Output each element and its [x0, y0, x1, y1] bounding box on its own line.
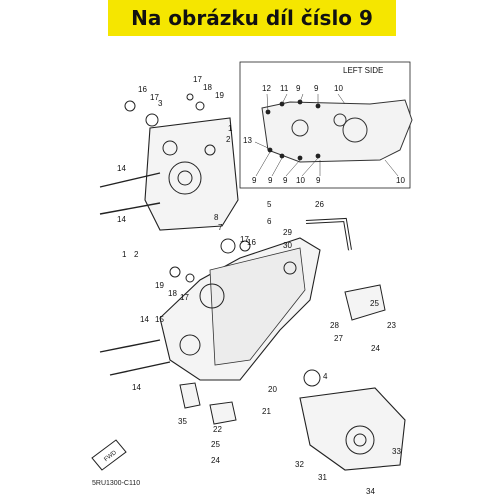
callout-19: 19	[215, 91, 224, 100]
callout-22: 22	[213, 425, 222, 434]
right-crankcase	[144, 117, 239, 231]
callout-20: 20	[268, 385, 277, 394]
callout-2: 2	[134, 250, 139, 259]
callout-33: 33	[392, 447, 401, 456]
callout-9: 9	[296, 84, 301, 93]
callout-7: 7	[218, 223, 223, 232]
callout-17: 17	[150, 93, 159, 102]
callout-17: 17	[180, 293, 189, 302]
crankcase-cover	[299, 387, 406, 471]
callout-14: 14	[140, 315, 149, 324]
callout-21: 21	[262, 407, 271, 416]
callout-23: 23	[387, 321, 396, 330]
title-text: Na obrázku díl číslo 9	[131, 6, 373, 30]
inset-label: LEFT SIDE	[343, 66, 383, 75]
callout-9: 9	[252, 176, 257, 185]
callout-14: 14	[117, 164, 126, 173]
callout-26: 26	[315, 200, 324, 209]
callout-2: 2	[226, 135, 231, 144]
callout-14: 14	[132, 383, 141, 392]
callout-9: 9	[314, 84, 319, 93]
callout-labels: 1 1 2 2 3 4 5 6 7 8 12 11 9 9 10 13 9 9 …	[117, 75, 405, 496]
callout-25: 25	[370, 299, 379, 308]
callout-9: 9	[283, 176, 288, 185]
fwd-arrow-icon: FWD	[91, 439, 127, 471]
callout-9: 9	[316, 176, 321, 185]
studs	[99, 172, 171, 376]
callout-16: 16	[247, 238, 256, 247]
callout-19: 19	[155, 281, 164, 290]
callout-14: 14	[117, 215, 126, 224]
seals	[124, 93, 321, 387]
callout-24: 24	[211, 456, 220, 465]
callout-1: 1	[122, 250, 127, 259]
callout-24: 24	[371, 344, 380, 353]
callout-30: 30	[283, 241, 292, 250]
callout-18: 18	[168, 289, 177, 298]
callout-35: 35	[178, 417, 187, 426]
callout-8: 8	[214, 213, 219, 222]
callout-10: 10	[396, 176, 405, 185]
callout-10: 10	[296, 176, 305, 185]
callout-10: 10	[334, 84, 343, 93]
left-crankcase	[159, 237, 321, 381]
callout-9: 9	[268, 176, 273, 185]
diagram-code: 5RU1300-C110	[92, 480, 141, 487]
callout-32: 32	[295, 460, 304, 469]
callout-17: 17	[193, 75, 202, 84]
left-side-inset: LEFT SIDE	[239, 61, 413, 189]
callout-31: 31	[318, 473, 327, 482]
callout-15: 15	[155, 315, 164, 324]
callout-29: 29	[283, 228, 292, 237]
title-banner: Na obrázku díl číslo 9	[108, 0, 396, 36]
callout-6: 6	[267, 217, 272, 226]
callout-12: 12	[262, 84, 271, 93]
callout-28: 28	[330, 321, 339, 330]
callout-18: 18	[203, 83, 212, 92]
callout-34: 34	[366, 487, 375, 496]
bracket	[179, 284, 386, 425]
callout-13: 13	[243, 136, 252, 145]
callout-3: 3	[158, 99, 163, 108]
callout-16: 16	[138, 85, 147, 94]
callout-4: 4	[323, 372, 328, 381]
callout-27: 27	[334, 334, 343, 343]
breather-hose	[305, 217, 352, 251]
callout-1: 1	[228, 124, 233, 133]
callout-25: 25	[211, 440, 220, 449]
callout-17: 17	[240, 235, 249, 244]
callout-5: 5	[267, 200, 272, 209]
callout-11: 11	[280, 84, 289, 93]
